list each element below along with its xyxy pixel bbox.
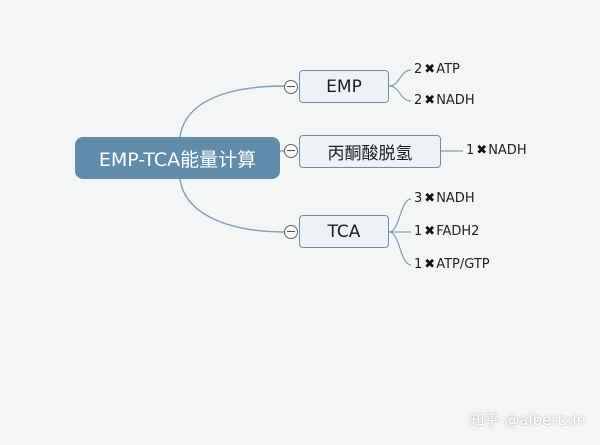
leaf-product: NADH [436, 93, 475, 108]
multiply-icon: ✖ [424, 224, 436, 239]
branch-tca-label: TCA [327, 221, 361, 242]
collapse-pyruvate-icon[interactable] [284, 144, 298, 158]
root-topic[interactable]: EMP-TCA能量计算 [75, 137, 280, 179]
collapse-tca-icon[interactable] [284, 225, 298, 239]
connector-emp-leaf-1 [388, 69, 412, 87]
leaf-emp-atp[interactable]: 2✖ATP [414, 62, 460, 78]
leaf-product: NADH [488, 143, 527, 158]
leaf-tca-fadh2[interactable]: 1✖FADH2 [414, 224, 479, 240]
branch-pyruvate-label: 丙酮酸脱氢 [327, 144, 413, 164]
connector-tca-leaf-1 [388, 198, 412, 233]
multiply-icon: ✖ [424, 257, 436, 272]
leaf-product: FADH2 [436, 224, 480, 239]
multiply-icon: ✖ [424, 62, 436, 77]
multiply-icon: ✖ [424, 191, 436, 206]
multiply-icon: ✖ [424, 93, 436, 108]
leaf-count: 2 [414, 62, 423, 77]
leaf-count: 2 [414, 93, 423, 108]
root-topic-label: EMP-TCA能量计算 [98, 148, 257, 171]
multiply-icon: ✖ [476, 143, 488, 158]
branch-tca[interactable]: TCA [299, 215, 389, 248]
leaf-tca-atp-gtp[interactable]: 1✖ATP/GTP [414, 257, 490, 273]
leaf-count: 1 [466, 143, 475, 158]
leaf-product: ATP [436, 62, 460, 77]
connector-root-tca [179, 178, 286, 233]
connector-emp-leaf-2 [388, 85, 412, 102]
leaf-emp-nadh[interactable]: 2✖NADH [414, 93, 475, 109]
collapse-emp-icon[interactable] [284, 80, 298, 94]
connector-root-emp [179, 85, 286, 138]
leaf-product: NADH [436, 191, 475, 206]
leaf-pyruvate-nadh[interactable]: 1✖NADH [466, 143, 527, 159]
branch-emp-label: EMP [326, 76, 362, 97]
leaf-count: 1 [414, 224, 423, 239]
branch-emp[interactable]: EMP [299, 70, 389, 103]
connector-tca-leaf-3 [388, 231, 412, 266]
leaf-count: 1 [414, 257, 423, 272]
branch-pyruvate-dehydrogenation[interactable]: 丙酮酸脱氢 [299, 135, 441, 168]
watermark: 知乎 @albertxin [469, 411, 586, 429]
leaf-product: ATP/GTP [436, 257, 490, 272]
leaf-tca-nadh[interactable]: 3✖NADH [414, 191, 475, 207]
leaf-count: 3 [414, 191, 423, 206]
